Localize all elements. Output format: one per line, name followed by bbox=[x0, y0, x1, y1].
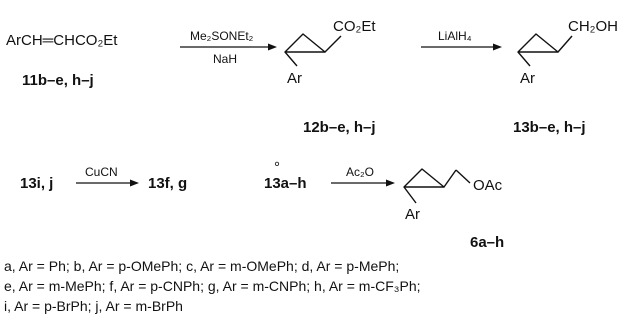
product1-label: 12b–e, h–j bbox=[303, 119, 376, 136]
legend-line-1: a, Ar = Ph; b, Ar = p-OMePh; c, Ar = m-O… bbox=[4, 258, 400, 274]
start-material-formula: ArCH═CHCO₂Et bbox=[6, 32, 118, 49]
product2-cyclopropane-ring bbox=[517, 33, 573, 67]
start-material-label: 11b–e, h–j bbox=[22, 72, 94, 89]
step2-reagent: LiAlH₄ bbox=[438, 29, 472, 43]
legend-line-2: e, Ar = m-MePh; f, Ar = p-CNPh; g, Ar = … bbox=[4, 278, 421, 294]
step1-reagent-bottom: NaH bbox=[213, 52, 237, 66]
product1-ester-group: CO₂Et bbox=[333, 18, 376, 35]
legend-line-3: i, Ar = p-BrPh; j, Ar = m-BrPh bbox=[4, 298, 183, 314]
substituent-legend: a, Ar = Ph; b, Ar = p-OMePh; c, Ar = m-O… bbox=[4, 256, 629, 316]
step2-arrow bbox=[421, 43, 502, 51]
product6-label: 6a–h bbox=[470, 234, 504, 251]
row2-left-start: 13i, j bbox=[20, 175, 53, 192]
product2-aryl: Ar bbox=[520, 70, 535, 87]
product2-label: 13b–e, h–j bbox=[513, 119, 586, 136]
product1-cyclopropane-ring bbox=[284, 33, 342, 67]
cucn-arrow bbox=[76, 179, 139, 187]
step1-arrow bbox=[180, 43, 277, 51]
step1-reagent-top: Me₂SONEt₂ bbox=[190, 29, 254, 43]
product6-acetate-group: OAc bbox=[473, 177, 503, 194]
degree-mark: ° bbox=[274, 159, 280, 176]
product2-hydroxymethyl-group: CH₂OH bbox=[568, 18, 618, 35]
product6-aryl: Ar bbox=[405, 206, 420, 223]
acetylation-reagent: Ac₂O bbox=[346, 165, 374, 179]
acetylation-arrow bbox=[331, 179, 395, 187]
product1-aryl: Ar bbox=[287, 70, 302, 87]
row2-right-start: 13a–h bbox=[264, 175, 307, 192]
row2-left-product: 13f, g bbox=[148, 175, 187, 192]
cucn-reagent: CuCN bbox=[85, 165, 118, 179]
product6-cyclopropane-ring bbox=[403, 168, 471, 204]
